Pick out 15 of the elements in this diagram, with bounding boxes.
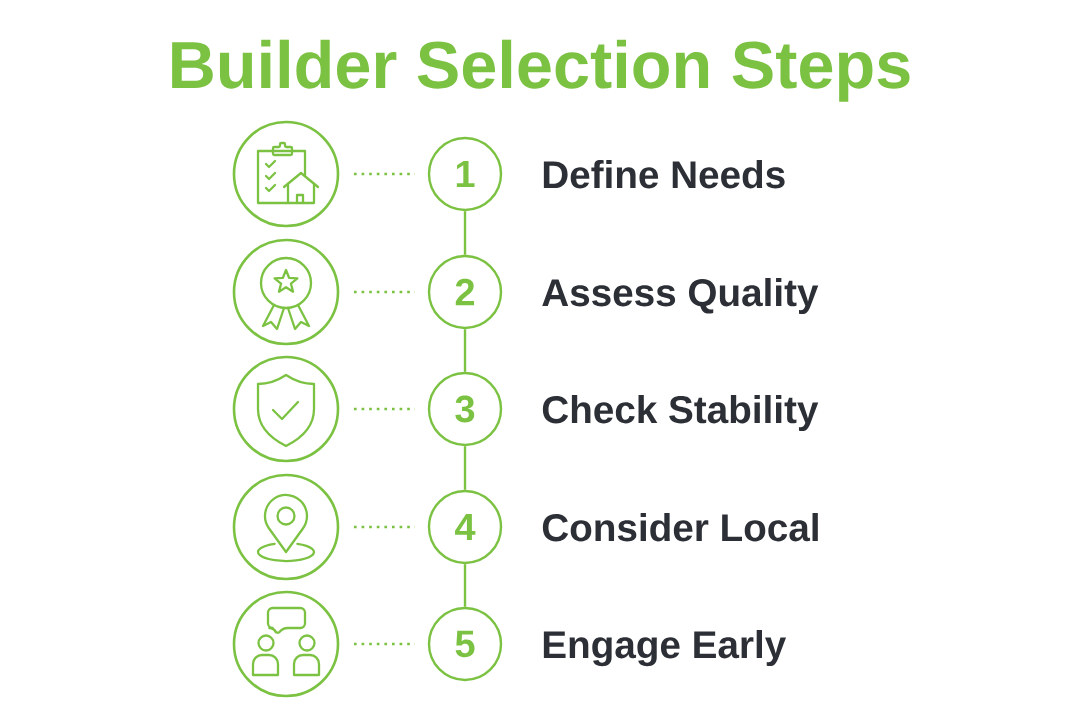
step-label: Check Stability <box>542 395 819 432</box>
step-label: Define Needs <box>543 160 785 189</box>
step-label: Assess Quality <box>542 278 819 315</box>
icon-circle <box>232 590 340 698</box>
icon-circle <box>232 355 340 463</box>
connector-line <box>463 329 467 372</box>
connector-line <box>463 564 467 607</box>
icon-circle <box>232 473 340 581</box>
icon-circle <box>232 238 340 346</box>
icon-circle <box>232 120 340 228</box>
title: Builder Selection Steps <box>172 39 910 102</box>
step-label: Consider Local <box>542 513 818 542</box>
connector-line <box>463 211 467 255</box>
connector-line <box>463 446 467 490</box>
step-label: Engage Early <box>543 630 786 667</box>
